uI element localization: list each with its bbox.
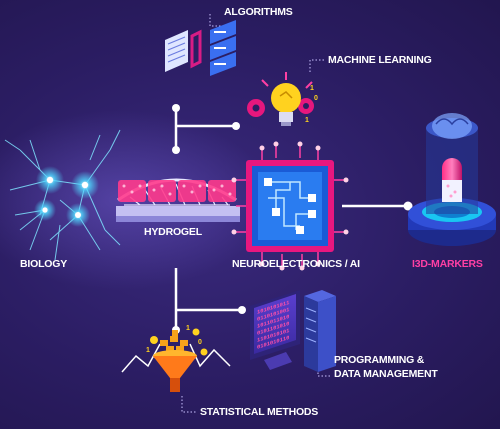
marker-capsule-icon — [408, 113, 496, 246]
machine-learning-icon: 101 — [247, 72, 318, 126]
label-i3d-markers: I3D-MARKERS — [412, 258, 483, 270]
label-neuroelectronics: NEUROELECTRONICS / AI — [232, 258, 360, 270]
label-machine-learning: MACHINE LEARNING — [328, 54, 432, 66]
algorithms-icon — [165, 20, 236, 76]
label-programming: PROGRAMMING & — [334, 354, 425, 366]
svg-text:1: 1 — [186, 325, 190, 332]
svg-text:0: 0 — [314, 95, 318, 102]
label-hydrogel: HYDROGEL — [144, 226, 202, 238]
neuron-network-icon — [4, 129, 121, 261]
label-biology: BIOLOGY — [20, 258, 68, 270]
label-data-management: DATA MANAGEMENT — [334, 368, 438, 380]
hydrogel-bridge-icon — [116, 178, 240, 222]
ai-chip-icon — [231, 141, 349, 271]
svg-text:1: 1 — [146, 347, 150, 354]
svg-text:1: 1 — [305, 117, 309, 124]
svg-text:1: 1 — [310, 85, 314, 92]
programming-computer-icon: 1010101011011010100110110110100101101010… — [250, 290, 336, 372]
label-algorithms: ALGORITHMS — [224, 6, 293, 18]
label-statistical-methods: STATISTICAL METHODS — [200, 406, 319, 418]
statistical-funnel-icon: 1 0 1 — [121, 325, 231, 392]
svg-text:0: 0 — [198, 339, 202, 346]
